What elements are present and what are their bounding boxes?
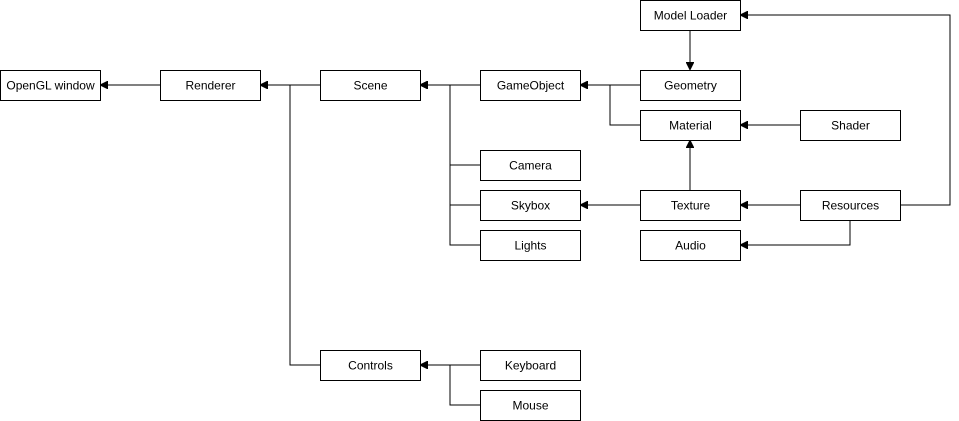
edge-resources-to-audio	[740, 220, 851, 245]
node-label: Mouse	[512, 399, 548, 413]
node-label: Geometry	[664, 79, 717, 93]
node-box	[800, 110, 901, 141]
node-box	[480, 150, 581, 181]
node-keyboard[interactable]: Keyboard	[480, 350, 581, 381]
node-controls[interactable]: Controls	[320, 350, 421, 381]
nodes: OpenGL window Renderer Scene GameObject Mode…	[0, 0, 901, 421]
node-label: Model Loader	[654, 9, 727, 23]
node-box	[640, 230, 741, 261]
edge-controls-to-renderer	[260, 85, 320, 366]
node-label: Scene	[353, 79, 387, 93]
node-resources[interactable]: Resources	[800, 190, 901, 221]
node-label: Renderer	[185, 79, 235, 93]
node-box	[800, 190, 901, 221]
node-box	[480, 190, 581, 221]
node-label: Audio	[675, 239, 706, 253]
node-box	[640, 70, 741, 101]
node-label: Keyboard	[505, 359, 556, 373]
node-label: Shader	[831, 119, 870, 133]
node-model-loader[interactable]: Model Loader	[640, 0, 741, 31]
node-label: Resources	[822, 199, 879, 213]
node-renderer[interactable]: Renderer	[160, 70, 261, 101]
node-box	[640, 190, 741, 221]
node-mouse[interactable]: Mouse	[480, 390, 581, 421]
node-label: Material	[669, 119, 712, 133]
node-audio[interactable]: Audio	[640, 230, 741, 261]
node-box	[480, 230, 581, 261]
node-label: Texture	[671, 199, 711, 213]
edge-mouse-to-controls	[420, 365, 480, 406]
node-box	[480, 390, 581, 421]
node-opengl-window[interactable]: OpenGL window	[0, 70, 101, 101]
node-box	[0, 70, 101, 101]
node-lights[interactable]: Lights	[480, 230, 581, 261]
node-label: Lights	[514, 239, 546, 253]
node-label: GameObject	[497, 79, 565, 93]
node-box	[160, 70, 261, 101]
node-texture[interactable]: Texture	[640, 190, 741, 221]
node-label: Controls	[348, 359, 393, 373]
node-box	[640, 110, 741, 141]
edge-lights-to-scene	[420, 85, 480, 246]
edge-material-to-gameobject	[580, 85, 640, 126]
node-box	[640, 0, 741, 31]
node-box	[480, 70, 581, 101]
edge-resources-to-model-loader	[740, 15, 951, 206]
node-geometry[interactable]: Geometry	[640, 70, 741, 101]
node-scene[interactable]: Scene	[320, 70, 421, 101]
node-label: Skybox	[511, 199, 550, 213]
node-material[interactable]: Material	[640, 110, 741, 141]
node-skybox[interactable]: Skybox	[480, 190, 581, 221]
node-box	[480, 350, 581, 381]
node-camera[interactable]: Camera	[480, 150, 581, 181]
node-label: Camera	[509, 159, 552, 173]
node-label: OpenGL window	[6, 79, 95, 93]
node-shader[interactable]: Shader	[800, 110, 901, 141]
node-gameobject[interactable]: GameObject	[480, 70, 581, 101]
edges	[100, 15, 951, 406]
node-box	[320, 70, 421, 101]
node-box	[320, 350, 421, 381]
